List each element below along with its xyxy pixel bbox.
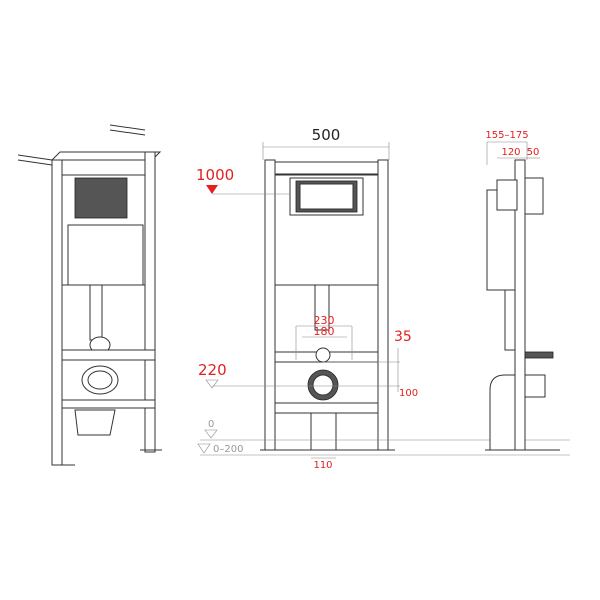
level-floor: 0 [208, 419, 214, 430]
dim-depth-panel: 50 [527, 147, 540, 158]
dim-height-top: 1000 [196, 166, 234, 184]
dim-width: 500 [312, 126, 341, 144]
side-view: 155–175 120 50 [485, 130, 560, 451]
dim-depth-range: 155–175 [485, 130, 528, 141]
dim-drain-supply: 100 [399, 388, 418, 399]
perspective-view [17, 124, 162, 466]
dim-supply-offset: 35 [394, 329, 412, 345]
dim-drain-diameter: 110 [313, 460, 332, 471]
front-view: 500 1000 230 180 35 220 [196, 126, 570, 471]
level-leg-adjust: 0–200 [213, 444, 243, 455]
dim-drain-height: 220 [198, 361, 227, 379]
dim-bolt-inner: 180 [314, 325, 335, 338]
dim-bolt-outer: 230 [314, 314, 335, 327]
dim-depth-frame: 120 [501, 147, 520, 158]
level-marker-icon [206, 185, 218, 194]
